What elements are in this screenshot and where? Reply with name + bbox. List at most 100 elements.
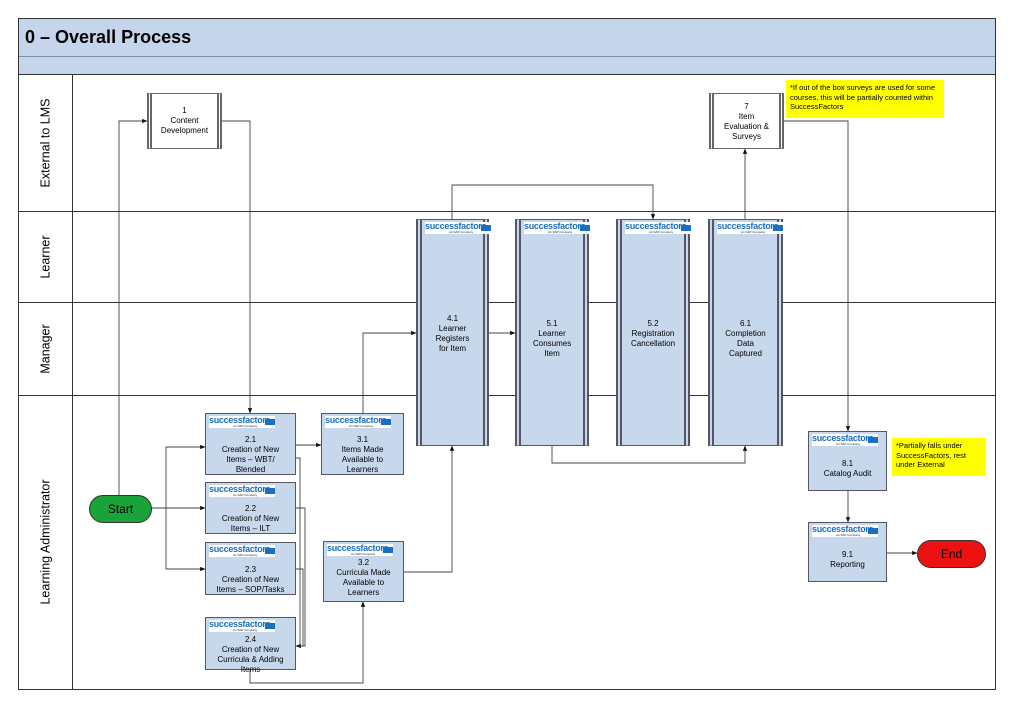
- flow-2-2-to-2-4: [295, 507, 306, 649]
- step-7-item-evaluation[interactable]: 7 Item Evaluation & Surveys: [709, 93, 784, 149]
- lane-label-column: [19, 75, 73, 689]
- step-number: 2.4: [244, 635, 257, 644]
- logo-tagline: An SAP Company: [233, 424, 258, 428]
- logo-text: successfactors: [325, 415, 387, 425]
- logo-text: successfactors: [625, 221, 687, 231]
- logo-tagline: An SAP Company: [649, 230, 674, 234]
- end-label: End: [940, 547, 963, 561]
- step-label: Registration Cancellation: [630, 329, 676, 348]
- flow-4-1-to-5-2: [451, 184, 656, 220]
- logo-text: successfactors: [812, 524, 874, 534]
- logo-text: successfactors: [209, 544, 271, 554]
- step-number: 4.1: [446, 314, 459, 323]
- logo-tagline: An SAP Company: [548, 230, 573, 234]
- surveys-note: *If out of the box surveys are used for …: [786, 80, 944, 118]
- flow-3-2-to-4-1: [403, 445, 455, 573]
- step-label: Creation of New Items – ILT: [221, 514, 280, 533]
- step-label: Item Evaluation & Surveys: [724, 112, 769, 141]
- step-label: Creation of New Items – WBT/ Blended: [221, 445, 280, 474]
- end-terminal[interactable]: End: [917, 540, 986, 568]
- flow-7-to-8-1: [784, 120, 851, 432]
- logo-text: successfactors: [209, 619, 271, 629]
- logo-tagline: An SAP Company: [741, 230, 766, 234]
- start-label: Start: [107, 502, 134, 516]
- logo-tagline: An SAP Company: [351, 552, 376, 556]
- sap-icon: [383, 547, 393, 553]
- sap-icon: [773, 225, 783, 231]
- step-number: 1: [182, 106, 187, 115]
- logo-text: successfactors: [812, 433, 874, 443]
- step-label: Catalog Audit: [823, 469, 872, 478]
- sap-icon: [381, 419, 391, 425]
- step-number: 2.2: [244, 504, 257, 513]
- step-label: Items Made Available to Learners: [341, 445, 384, 474]
- sap-icon: [265, 623, 275, 629]
- logo-text: successfactors: [209, 415, 271, 425]
- header-subbar: [19, 57, 995, 75]
- logo-tagline: An SAP Company: [233, 628, 258, 632]
- flow-2-1-to-2-4: [296, 457, 301, 646]
- step-label: Learner Registers for Item: [435, 324, 470, 353]
- step-number: 2.3: [244, 565, 257, 574]
- start-terminal[interactable]: Start: [89, 495, 152, 523]
- logo-tagline: An SAP Company: [233, 493, 258, 497]
- lane-divider: [19, 211, 995, 212]
- logo-tagline: An SAP Company: [836, 533, 861, 537]
- step-label: Reporting: [830, 560, 865, 569]
- flow-2-3-to-2-4: [296, 568, 304, 646]
- sap-icon: [481, 225, 491, 231]
- flow-2-4-to-3-2: [249, 601, 366, 684]
- logo-tagline: An SAP Company: [449, 230, 474, 234]
- flow-5-1-to-6-1: [551, 445, 748, 464]
- sap-icon: [868, 437, 878, 443]
- sap-icon: [868, 528, 878, 534]
- step-label: 5.1 Learner Consumes Item: [533, 319, 572, 358]
- sap-icon: [265, 419, 275, 425]
- flow-start-to-1: [118, 118, 148, 508]
- logo-text: successfactors: [327, 543, 389, 553]
- step-number: 2.1: [244, 435, 257, 444]
- step-label: Content Development: [160, 116, 209, 135]
- flow-start-to-2-1: [165, 444, 206, 508]
- lane-divider: [19, 395, 995, 396]
- page-title: 0 – Overall Process: [25, 27, 192, 47]
- step-number: 5.2: [647, 319, 659, 328]
- logo-text: successfactors: [425, 221, 487, 231]
- step-number: 8.1: [841, 459, 854, 468]
- step-number: 7: [744, 102, 749, 111]
- sap-icon: [580, 225, 590, 231]
- logo-tagline: An SAP Company: [836, 442, 861, 446]
- flow-1-to-2-1: [222, 120, 253, 414]
- title-bar: 0 – Overall Process: [19, 19, 995, 57]
- step-number: 9.1: [841, 550, 854, 559]
- logo-tagline: An SAP Company: [233, 553, 258, 557]
- lane-divider: [19, 302, 995, 303]
- step-number: 3.2: [357, 558, 370, 567]
- logo-tagline: An SAP Company: [349, 424, 374, 428]
- sap-icon: [265, 488, 275, 494]
- step-1-content-development[interactable]: 1 Content Development: [147, 93, 222, 149]
- step-label: Curricula Made Available to Learners: [336, 568, 391, 597]
